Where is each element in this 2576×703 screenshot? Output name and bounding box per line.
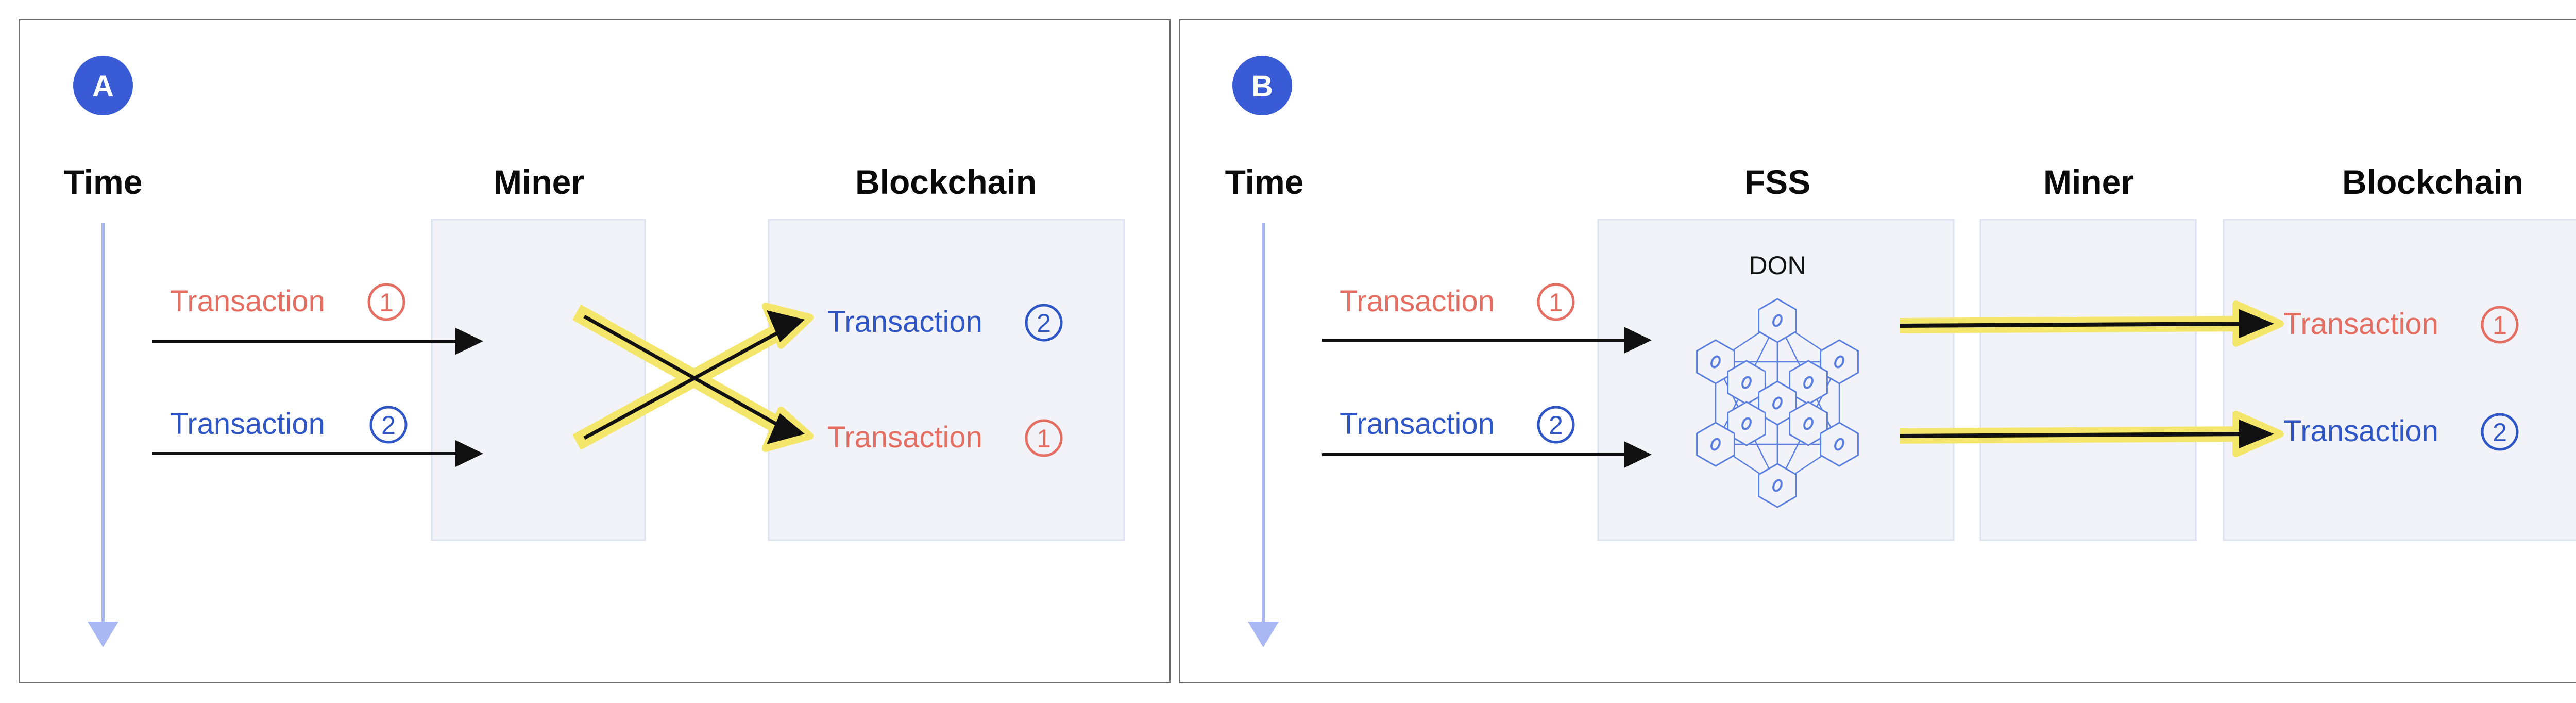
blockchain-box-b [2223,219,2576,541]
output-num-a2: 1 [1037,424,1051,453]
time-axis-arrow-icon [88,223,118,647]
don-node-core [1803,376,1814,389]
badge-a: A [92,70,114,103]
ordered-arrows [1900,300,2284,457]
badge-a-circle [73,56,133,115]
arrow-right-icon [1322,327,1652,354]
don-node [1820,339,1859,384]
miner-label-b: Miner [2043,163,2134,201]
output-num-a1: 2 [1037,309,1051,338]
don-node [1696,339,1735,384]
output-tx-b1: Transaction [2283,307,2438,341]
output-tx-a2: Transaction [827,421,982,454]
don-node-core [1772,396,1783,410]
input-num-b2: 2 [1549,411,1563,440]
blockchain-box-a [768,219,1125,541]
arrow-right-icon [152,328,483,355]
output-num-a1-circle [1025,304,1063,342]
blockchain-label-b: Blockchain [2342,163,2523,201]
input-num-b1: 1 [1549,288,1563,317]
don-network-icon [1696,298,1859,508]
input-num-b1-circle [1537,283,1575,321]
input-num-a2: 2 [381,411,396,440]
input-tx-a1: Transaction [170,284,325,318]
output-num-b1-circle [2481,306,2519,344]
swap-arrows [572,303,814,452]
don-node [1758,298,1797,343]
input-tx-b2: Transaction [1340,407,1495,441]
miner-label-a: Miner [494,163,584,201]
miner-box-b [1979,219,2197,541]
time-axis-arrow-icon [1248,223,1279,647]
input-num-a1: 1 [379,288,394,317]
don-node-core [1741,417,1752,430]
input-tx-b1: Transaction [1340,284,1495,318]
output-tx-b2: Transaction [2283,414,2438,448]
input-num-b2-circle [1537,406,1575,444]
don-node [1727,401,1766,446]
don-node-core [1741,376,1752,389]
arrow-right-icon [152,440,483,467]
input-tx-a2: Transaction [170,407,325,441]
output-num-a2-circle [1025,419,1063,457]
output-num-b2: 2 [2493,418,2507,447]
time-label-a: Time [64,163,143,201]
output-num-b1: 1 [2493,311,2507,340]
don-node-core [1772,479,1783,492]
don-node-core [1803,417,1814,430]
input-num-a1-circle [367,283,405,321]
badge-b-circle [1232,56,1292,115]
time-label-b: Time [1225,163,1304,201]
don-node [1820,422,1859,467]
input-num-a2-circle [369,406,408,444]
don-node [1758,463,1797,508]
output-tx-a1: Transaction [827,305,982,339]
don-node-core [1710,355,1721,369]
don-node-core [1834,438,1844,451]
don-label: DON [1749,251,1806,280]
don-node [1789,401,1828,446]
don-node [1758,380,1797,426]
arrow-right-icon [1322,441,1652,468]
badge-b: B [1251,70,1273,103]
miner-box-a [431,219,646,541]
don-node [1696,422,1735,467]
don-node-core [1772,314,1783,327]
output-num-b2-circle [2481,413,2519,451]
don-node-core [1834,355,1844,369]
blockchain-label-a: Blockchain [855,163,1037,201]
fss-label: FSS [1744,163,1810,201]
don-node-core [1710,438,1721,451]
